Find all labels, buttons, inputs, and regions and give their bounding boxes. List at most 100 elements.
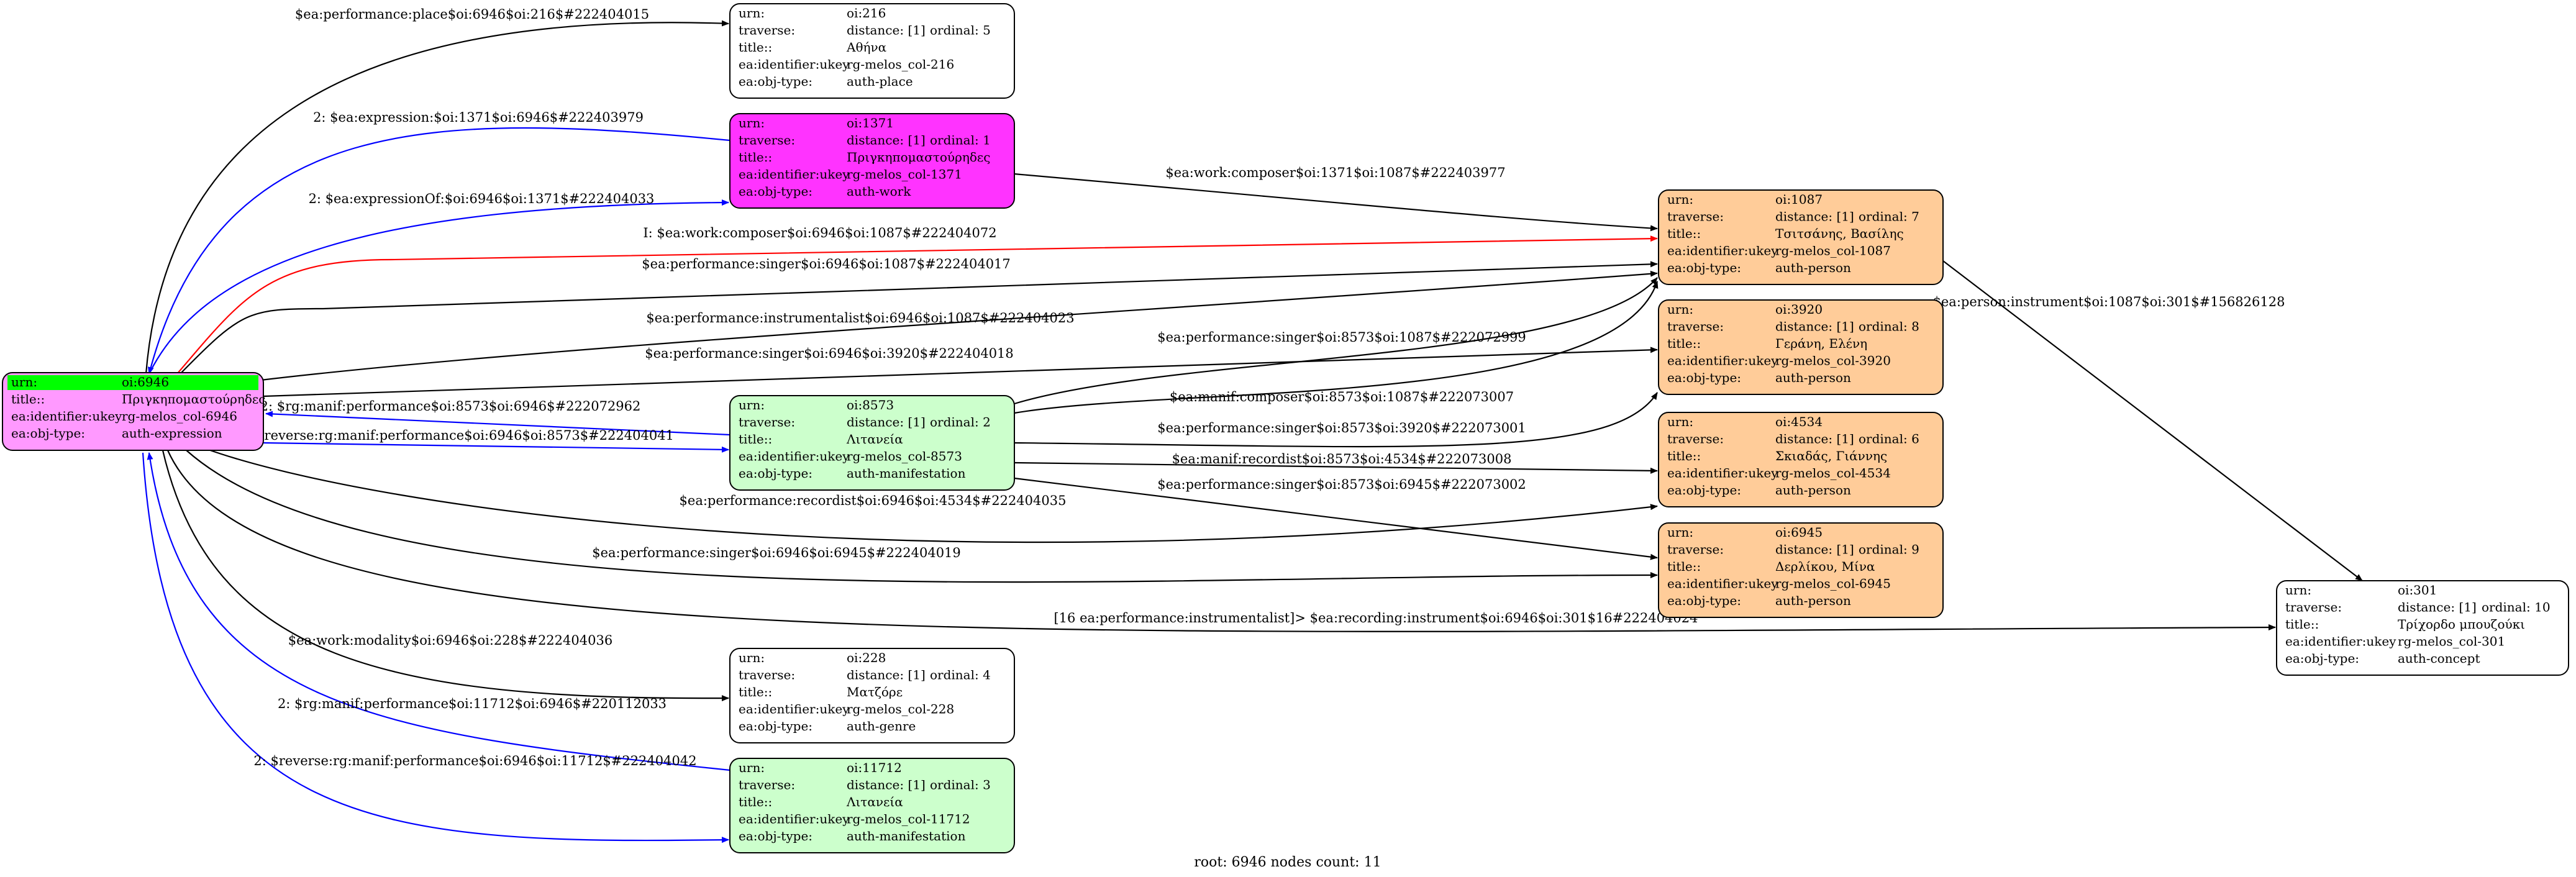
node-row-key: urn: — [739, 6, 765, 20]
node-row-value: auth-manifestation — [847, 466, 966, 481]
node-row-key: traverse: — [739, 778, 795, 793]
edge-label-e8: 2: $rg:manif:performance$oi:8573$oi:6946… — [260, 399, 641, 414]
node-row-value: rg-melos_col-4534 — [1775, 466, 1891, 481]
node-row-value: distance: [1] — [847, 668, 926, 683]
node-row-ordinal: ordinal: 2 — [930, 415, 991, 430]
node-row-key: ea:identifier:ukey — [2285, 634, 2396, 649]
edge-e12 — [166, 450, 2276, 632]
node-row-value: Πριγκηπομαστούρηδες — [847, 150, 990, 165]
edge-label-e19: $ea:performance:singer$oi:8573$oi:3920$#… — [1157, 420, 1526, 435]
node-row-key: urn: — [1667, 192, 1693, 207]
edge-e16 — [1014, 173, 1658, 232]
node-row-ordinal: ordinal: 8 — [1859, 319, 1919, 334]
edge-e7 — [263, 347, 1658, 398]
node-row-value: Λιτανεία — [846, 794, 903, 809]
edge-e15 — [142, 452, 729, 843]
edge-e20 — [1014, 461, 1658, 474]
node-row-key: ea:identifier:ukey — [739, 57, 850, 72]
node-row-ordinal: ordinal: 4 — [930, 668, 991, 683]
node-row-key: traverse: — [739, 668, 795, 683]
node-row-key: traverse: — [1667, 432, 1724, 447]
node-row-value: Σκιαδάς, Γιάννης — [1775, 448, 1887, 463]
nodes-layer: urn:oi:6946title::Πριγκηπομαστούρηδεςea:… — [2, 3, 2569, 853]
edge-label-e5: $ea:performance:singer$oi:6946$oi:1087$#… — [642, 257, 1011, 271]
node-row-value: oi:6945 — [1775, 525, 1823, 540]
node-row-value: Λιτανεία — [846, 432, 903, 447]
node-box — [729, 113, 1015, 209]
edge-e18 — [1014, 281, 1659, 414]
node-row-ordinal: ordinal: 5 — [930, 23, 991, 38]
node-row-key: traverse: — [739, 23, 795, 38]
node-row-key: urn: — [739, 650, 765, 665]
node-row-key: ea:obj-type: — [1667, 593, 1741, 608]
node-row-key: urn: — [739, 398, 765, 412]
edge-e9 — [263, 442, 729, 453]
node-row-value: auth-person — [1775, 483, 1851, 498]
node-row-value: auth-manifestation — [847, 829, 966, 843]
node-row-key: ea:identifier:ukey — [739, 167, 850, 182]
edge-label-e18: $ea:manif:composer$oi:8573$oi:1087$#2220… — [1170, 389, 1514, 404]
edge-e21 — [1014, 477, 1658, 560]
node-row-key: urn: — [1667, 525, 1693, 540]
node-row-key: ea:obj-type: — [2285, 651, 2359, 666]
node-row-value: distance: [1] — [847, 23, 926, 38]
node-row-value: rg-melos_col-6945 — [1775, 576, 1891, 591]
node-row-key: ea:identifier:ukey — [739, 702, 850, 717]
node-row-value: rg-melos_col-1087 — [1775, 243, 1891, 258]
node-row-key: ea:identifier:ukey — [739, 449, 850, 464]
node-row-value: rg-melos_col-8573 — [847, 449, 962, 464]
node-row-key: traverse: — [739, 415, 795, 430]
node-box — [1658, 522, 1944, 618]
edge-label-e6: $ea:performance:instrumentalist$oi:6946$… — [646, 311, 1074, 325]
node-row-key: urn: — [1667, 414, 1693, 429]
node-row-value: Τρίχορδο μπουζούκι — [2398, 617, 2525, 632]
edge-label-e16: $ea:work:composer$oi:1371$oi:1087$#22240… — [1165, 165, 1505, 180]
node-row-key: urn: — [1667, 302, 1693, 317]
node-row-value: distance: [1] — [847, 778, 926, 793]
node-row-value: auth-person — [1775, 593, 1851, 608]
node-row-key: title:: — [739, 150, 772, 165]
node-row-value: auth-work — [847, 184, 911, 199]
edge-label-e15: 2: $reverse:rg:manif:performance$oi:6946… — [253, 753, 696, 768]
node-row-value: oi:4534 — [1775, 414, 1823, 429]
node-row-value: rg-melos_col-216 — [847, 57, 954, 72]
node-row-key: traverse: — [1667, 319, 1724, 334]
node-row-key: ea:identifier:ukey — [1667, 243, 1778, 258]
node-row-key: urn: — [2285, 583, 2311, 598]
edge-label-e1: $ea:performance:place$oi:6946$oi:216$#22… — [295, 7, 649, 22]
node-row-key: ea:obj-type: — [1667, 370, 1741, 385]
edge-label-e7: $ea:performance:singer$oi:6946$oi:3920$#… — [645, 346, 1014, 361]
node-row-value: auth-place — [847, 74, 913, 89]
node-box — [1658, 299, 1944, 395]
node-row-value: distance: [1] — [2398, 600, 2477, 615]
node-row-key: title:: — [739, 684, 772, 699]
node-n6946[interactable]: urn:oi:6946title::Πριγκηπομαστούρηδεςea:… — [2, 372, 265, 451]
edge-label-e14: 2: $rg:manif:performance$oi:11712$oi:694… — [278, 696, 667, 711]
node-row-key: traverse: — [1667, 542, 1724, 557]
node-row-key: title:: — [739, 794, 772, 809]
node-row-key: urn: — [11, 375, 37, 389]
edge-label-e17: $ea:performance:singer$oi:8573$oi:1087$#… — [1157, 330, 1526, 345]
node-row-ordinal: ordinal: 10 — [2482, 600, 2551, 615]
node-row-value: distance: [1] — [1775, 209, 1854, 224]
node-row-key: ea:identifier:ukey — [739, 812, 850, 827]
node-box — [1658, 412, 1944, 507]
node-row-value: oi:1087 — [1775, 192, 1823, 207]
node-row-key: title:: — [2285, 617, 2319, 632]
node-box — [2, 372, 264, 451]
edge-e4 — [176, 235, 1658, 375]
node-row-value: distance: [1] — [847, 415, 926, 430]
node-row-value: auth-person — [1775, 260, 1851, 275]
node-row-value: distance: [1] — [1775, 542, 1854, 557]
edge-label-e12: [16 ea:performance:instrumentalist]> $ea… — [1054, 611, 1698, 625]
